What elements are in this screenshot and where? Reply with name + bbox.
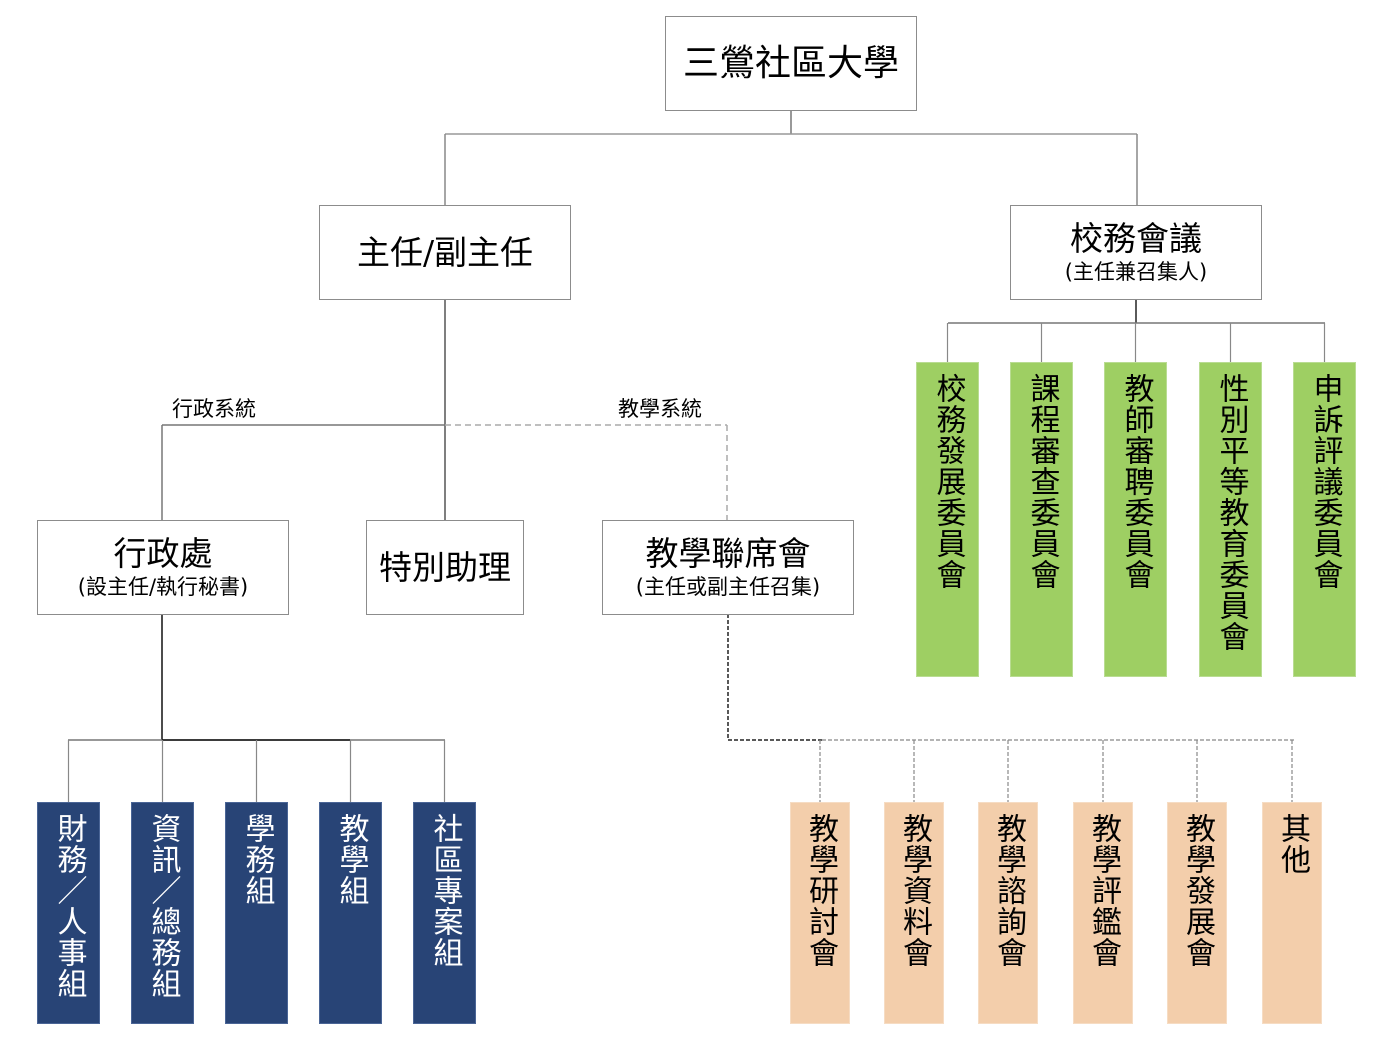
special-assistant-title: 特別助理: [379, 547, 511, 587]
teaching-meeting-label: 教學評鑑會: [1086, 813, 1121, 968]
committee-label: 校務發展委員會: [930, 373, 966, 590]
root-title: 三鶯社區大學: [682, 42, 899, 84]
director-title: 主任/副主任: [356, 232, 534, 272]
committee-label: 課程審查委員會: [1024, 373, 1060, 590]
teaching-system-label: 教學系統: [618, 397, 702, 421]
teaching-council-node: 教學聯席會 (主任或副主任召集): [602, 520, 854, 615]
admin-office-subtitle: (設主任/執行秘書): [77, 574, 249, 599]
admin-group-label: 財務／人事組: [51, 813, 87, 999]
teaching-meeting-drop-lines: [819, 740, 1293, 802]
teaching-meeting-box: 教學評鑑會: [1073, 802, 1133, 1024]
admin-office-title: 行政處: [113, 533, 213, 573]
committee-label: 申訴評議委員會: [1307, 373, 1343, 590]
teaching-meeting-box: 教學發展會: [1167, 802, 1227, 1024]
admin-group-box: 資訊／總務組: [131, 802, 194, 1024]
connector-teaching-council-down: [727, 614, 822, 741]
council-title: 校務會議: [1070, 218, 1202, 258]
admin-group-label: 資訊／總務組: [145, 813, 181, 999]
admin-office-node: 行政處 (設主任/執行秘書): [37, 520, 289, 615]
teaching-meeting-box: 教學諮詢會: [978, 802, 1038, 1024]
teaching-meeting-label: 教學資料會: [897, 813, 932, 968]
teaching-meeting-label: 教學發展會: [1180, 813, 1215, 968]
committee-label: 性別平等教育委員會: [1213, 373, 1249, 652]
teaching-meeting-box: 教學資料會: [884, 802, 944, 1024]
teaching-council-title: 教學聯席會: [645, 533, 811, 573]
committee-drop-lines: [946, 323, 1326, 362]
committee-box: 申訴評議委員會: [1293, 362, 1356, 677]
teaching-meeting-label: 教學諮詢會: [991, 813, 1026, 968]
teaching-meeting-label: 其他: [1275, 813, 1310, 875]
teaching-meeting-box: 其他: [1262, 802, 1322, 1024]
committee-label: 教師審聘委員會: [1118, 373, 1154, 590]
council-subtitle: (主任兼召集人): [1064, 259, 1208, 284]
committee-box: 性別平等教育委員會: [1199, 362, 1262, 677]
admin-group-drop-lines: [67, 740, 446, 802]
admin-group-label: 教學組: [333, 813, 369, 906]
admin-group-box: 財務／人事組: [37, 802, 100, 1024]
teaching-council-subtitle: (主任或副主任召集): [635, 574, 821, 599]
council-node: 校務會議 (主任兼召集人): [1010, 205, 1262, 300]
root-node: 三鶯社區大學: [665, 16, 917, 111]
teaching-meeting-box: 教學研討會: [790, 802, 850, 1024]
committee-box: 校務發展委員會: [916, 362, 979, 677]
admin-group-box: 教學組: [319, 802, 382, 1024]
admin-group-box: 社區專案組: [413, 802, 476, 1024]
admin-group-label: 社區專案組: [427, 813, 463, 968]
committee-box: 教師審聘委員會: [1104, 362, 1167, 677]
teaching-meeting-label: 教學研討會: [803, 813, 838, 968]
admin-group-box: 學務組: [225, 802, 288, 1024]
director-node: 主任/副主任: [319, 205, 571, 300]
special-assistant-node: 特別助理: [366, 520, 524, 615]
committee-box: 課程審查委員會: [1010, 362, 1073, 677]
admin-system-label: 行政系統: [172, 397, 256, 421]
admin-group-label: 學務組: [239, 813, 275, 906]
